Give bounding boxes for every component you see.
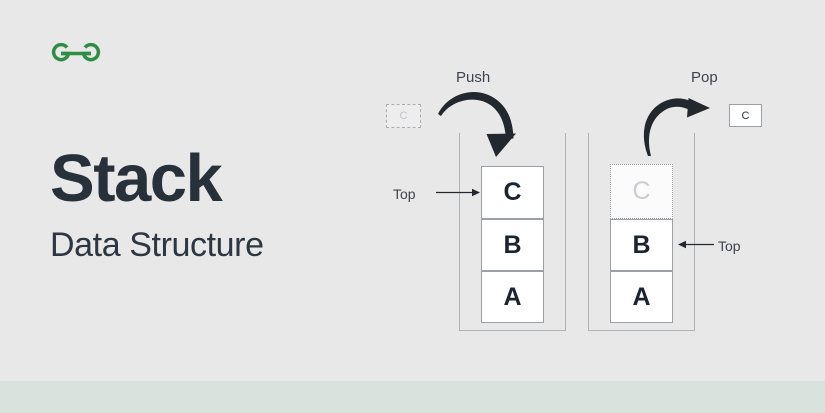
pop-stack-cell-top: B bbox=[610, 219, 673, 271]
push-incoming-element-box: C bbox=[386, 104, 421, 128]
pop-stack-container bbox=[588, 133, 695, 331]
pop-stack-cell-removed: C bbox=[610, 164, 673, 219]
push-stack-container bbox=[459, 133, 566, 331]
pop-top-pointer-label: Top bbox=[718, 238, 741, 254]
push-stack-cell-bottom: A bbox=[481, 271, 544, 323]
push-top-pointer-label: Top bbox=[393, 186, 416, 202]
bottom-accent-strip bbox=[0, 381, 825, 413]
page-subtitle: Data Structure bbox=[50, 226, 264, 264]
push-stack-cell-top: C bbox=[481, 166, 544, 219]
geeksforgeeks-logo bbox=[50, 36, 102, 66]
push-stack-cell-middle: B bbox=[481, 219, 544, 271]
push-operation-label: Push bbox=[456, 69, 491, 86]
page-title: Stack bbox=[50, 141, 223, 216]
pop-operation-label: Pop bbox=[691, 69, 718, 86]
pop-outgoing-element-box: C bbox=[729, 104, 762, 127]
pop-stack-cell-bottom: A bbox=[610, 271, 673, 323]
